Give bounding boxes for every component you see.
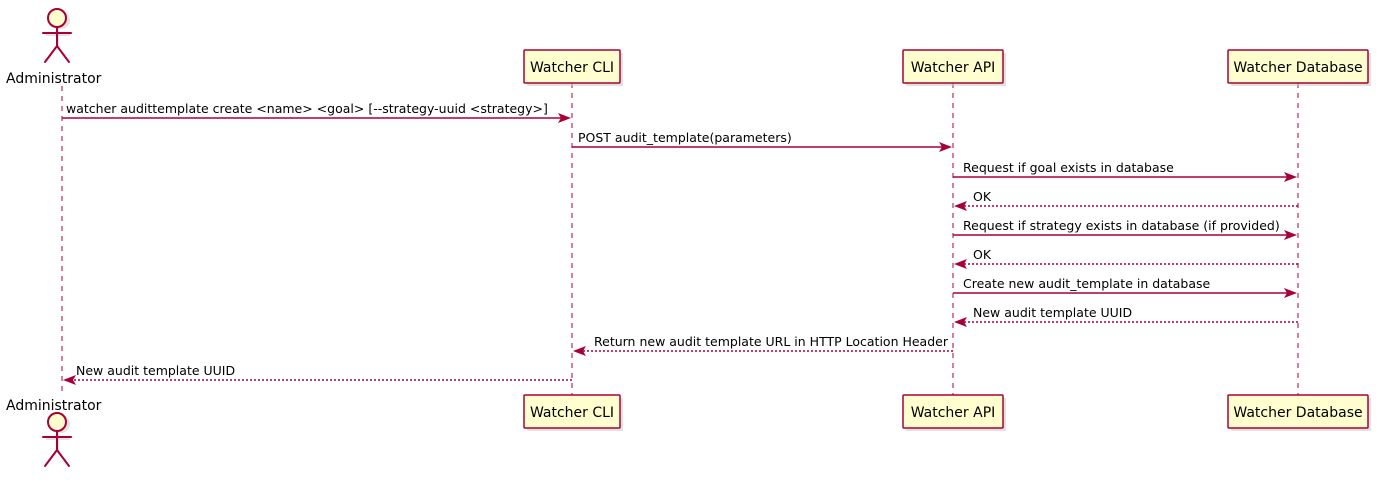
- participant-box-watcher-api-top[interactable]: Watcher API: [902, 49, 1006, 86]
- participant-label-watcher-database-top: Watcher Database: [1233, 60, 1362, 76]
- message-6-label: OK: [973, 247, 992, 262]
- participant-label-watcher-api-top: Watcher API: [911, 60, 996, 76]
- message-3[interactable]: Request if goal exists in database: [953, 160, 1297, 182]
- participant-box-watcher-database-top[interactable]: Watcher Database: [1227, 49, 1371, 86]
- message-1[interactable]: watcher audittemplate create <name> <goa…: [62, 101, 571, 123]
- message-1-label: watcher audittemplate create <name> <goa…: [66, 101, 548, 116]
- participant-label-watcher-database-bottom: Watcher Database: [1233, 405, 1362, 421]
- participant-boxes-bottom: Watcher CLI Watcher API Watcher Database: [523, 394, 1371, 431]
- actor-leg-left: [44, 45, 58, 63]
- message-6[interactable]: OK: [954, 247, 1298, 269]
- message-9[interactable]: Return new audit template URL in HTTP Lo…: [573, 334, 953, 356]
- message-7[interactable]: Create new audit_template in database: [953, 276, 1297, 298]
- message-9-arrowhead: [573, 346, 586, 356]
- message-5[interactable]: Request if strategy exists in database (…: [953, 218, 1297, 240]
- message-10-label: New audit template UUID: [76, 363, 235, 378]
- message-6-arrowhead: [954, 259, 967, 269]
- message-4[interactable]: OK: [954, 189, 1298, 211]
- message-10-arrowhead: [63, 375, 76, 385]
- actor-label-administrator-bottom: Administrator: [6, 398, 102, 414]
- message-2-arrowhead: [939, 142, 952, 152]
- actor-head-icon: [47, 412, 67, 432]
- message-4-arrowhead: [954, 201, 967, 211]
- message-1-arrowhead: [558, 113, 571, 123]
- lifelines: [61, 83, 1299, 396]
- message-2[interactable]: POST audit_template(parameters): [572, 130, 952, 152]
- participant-box-watcher-cli-bottom[interactable]: Watcher CLI: [523, 394, 623, 431]
- actor-administrator-bottom[interactable]: Administrator: [6, 398, 102, 467]
- actor-leg-right: [56, 45, 70, 63]
- message-5-arrowhead: [1284, 230, 1297, 240]
- message-3-label: Request if goal exists in database: [963, 160, 1174, 175]
- message-5-label: Request if strategy exists in database (…: [963, 218, 1280, 233]
- participant-label-watcher-cli-top: Watcher CLI: [530, 60, 614, 76]
- message-8[interactable]: New audit template UUID: [954, 305, 1298, 327]
- messages: watcher audittemplate create <name> <goa…: [62, 101, 1298, 385]
- actor-label-administrator-top: Administrator: [6, 71, 102, 87]
- message-7-arrowhead: [1284, 288, 1297, 298]
- actor-administrator-top[interactable]: Administrator: [6, 8, 102, 87]
- message-3-arrowhead: [1284, 172, 1297, 182]
- actor-leg-right: [56, 449, 70, 467]
- message-2-label: POST audit_template(parameters): [578, 130, 792, 145]
- actor-head-icon: [47, 8, 67, 28]
- participant-label-watcher-cli-bottom: Watcher CLI: [530, 405, 614, 421]
- message-8-label: New audit template UUID: [973, 305, 1132, 320]
- message-7-label: Create new audit_template in database: [963, 276, 1210, 291]
- message-4-label: OK: [973, 189, 992, 204]
- message-9-label: Return new audit template URL in HTTP Lo…: [594, 334, 949, 349]
- message-10[interactable]: New audit template UUID: [63, 363, 572, 385]
- participant-box-watcher-api-bottom[interactable]: Watcher API: [902, 394, 1006, 431]
- participant-box-watcher-cli-top[interactable]: Watcher CLI: [523, 49, 623, 86]
- participant-label-watcher-api-bottom: Watcher API: [911, 405, 996, 421]
- participant-box-watcher-database-bottom[interactable]: Watcher Database: [1227, 394, 1371, 431]
- participant-boxes-top: Watcher CLI Watcher API Watcher Database: [523, 49, 1371, 86]
- message-8-arrowhead: [954, 317, 967, 327]
- actor-leg-left: [44, 449, 58, 467]
